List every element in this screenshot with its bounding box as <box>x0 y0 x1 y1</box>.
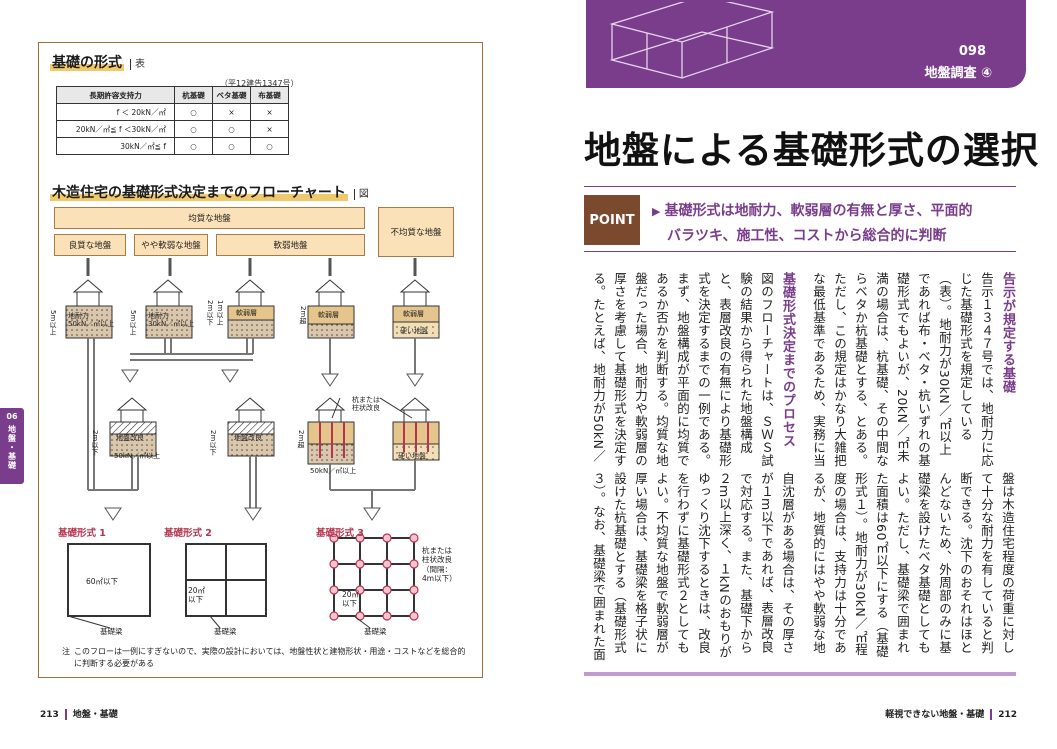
form1-label: 基礎形式 1 <box>58 528 106 539</box>
table-header: 長期許容支持力 <box>56 86 175 104</box>
form3-label: 基礎形式 3 <box>316 528 364 539</box>
page-title: 地盤による基礎形式の選択 <box>584 129 1039 172</box>
soft-ground-box: 軟弱地盤 <box>216 234 365 256</box>
flow-section-title: 木造住宅の基礎形式決定までのフローチャート図 <box>50 185 369 201</box>
body-column-3: 盤は木造住宅程度の荷重に対して十分な耐力を有していると判断できる。沈下のおそれは… <box>811 472 1015 658</box>
good-ground-box: 良質な地盤 <box>54 234 126 256</box>
uniform-ground-box: 均質な地盤 <box>54 207 365 229</box>
col5-hard: 硬い地盤 <box>400 327 428 335</box>
col2-depth: 5m以上 <box>129 310 137 336</box>
section-name: 地盤調査 ④ <box>924 66 992 81</box>
body-column-1: 告示が規定する基礎 告示１３４７号では、地耐力に応じた基礎形式を規定している（表… <box>811 272 1015 467</box>
col4-depth: 2m超 <box>299 306 307 325</box>
point-box: POINT ▶基礎形式は地耐力、軟弱層の有無と厚さ、平面的 バラツキ、施工性、コ… <box>584 186 1016 252</box>
table-row: 20kN／㎡≦ f ＜30kN／㎡ ○ ○ × <box>56 120 289 138</box>
col1-strength: 地耐力 50kN／㎡以上 <box>68 312 115 329</box>
triangle-icon: ▶ <box>652 205 661 218</box>
table-basis: （平12建告1347号） <box>220 79 299 88</box>
beam-label-2: 基礎梁 <box>214 627 237 636</box>
house-frame-illustration <box>609 2 775 79</box>
form3-pile-note: 杭または 柱状改良 （間隔： 4m以下） <box>422 546 457 584</box>
col4-layer: 軟弱層 <box>318 311 339 319</box>
col3-depth: 1m以上 2m以下 <box>206 300 224 326</box>
improve-label: 地盤改良 <box>116 434 144 442</box>
body-column-4: 自沈層がある場合は、その厚さが１m以下であれば、表層改良で対応する。また、基礎下… <box>591 472 795 661</box>
point-label: POINT <box>584 195 640 245</box>
body-column-2: 基礎形式決定までのプロセス 図のフローチャートは、ＳＷＳ試験の結果から得られた地… <box>591 272 795 467</box>
section-number: 098 <box>958 44 986 59</box>
beam-label-3: 基礎梁 <box>364 627 387 636</box>
flowchart-drawing <box>65 258 440 629</box>
strength-50b: 50kN／㎡以上 <box>310 467 357 475</box>
form2-area: 20㎡ 以下 <box>188 586 206 604</box>
table-section-title: 基礎の形式表 <box>50 55 145 71</box>
col1-depth: 5m以上 <box>49 310 57 336</box>
flow-note: 注このフローは一例にすぎないので、実際の設計においては、地盤性状と建物形状・用途… <box>62 647 466 669</box>
bottom-rule <box>584 672 1016 676</box>
table-header: ベタ基礎 <box>212 86 251 104</box>
strength-50: 50kN／㎡以上 <box>114 452 161 460</box>
header-band: 098 地盤調査 ④ <box>586 0 1026 88</box>
form2-label: 基礎形式 2 <box>164 528 212 539</box>
pile-label: 杭または 柱状改良 <box>352 396 380 413</box>
slightly-soft-ground-box: やや軟弱な地盤 <box>134 234 208 256</box>
col2-strength: 地耐力 30kN／㎡以上 <box>148 312 195 329</box>
col3-layer: 軟弱層 <box>236 309 257 317</box>
hard-ground-label: 硬い地盤 <box>398 452 426 460</box>
row2-left-depth: 2m以下 <box>91 430 99 456</box>
beam-label-1: 基礎梁 <box>100 627 123 636</box>
form1-area: 60㎡以下 <box>86 577 119 586</box>
point-text: ▶基礎形式は地耐力、軟弱層の有無と厚さ、平面的 バラツキ、施工性、コストから総合… <box>652 203 973 244</box>
foundation-table: 長期許容支持力 杭基礎 ベタ基礎 布基礎 f ＜ 20kN／㎡ ○ × × 20… <box>56 86 289 155</box>
form3-area: 20㎡ 以下 <box>342 590 360 608</box>
row2-mid-depth: 2m以下 <box>209 430 217 456</box>
improve-label: 地盤改良 <box>234 434 262 442</box>
table-row: f ＜ 20kN／㎡ ○ × × <box>56 103 289 121</box>
table-header: 杭基礎 <box>174 86 213 104</box>
table-header: 布基礎 <box>250 86 289 104</box>
table-row: 30kN／㎡≦ f ○ ○ ○ <box>56 137 289 155</box>
row2-right-depth: 2m超 <box>297 430 305 449</box>
chapter-tab: 06 地盤・基礎 <box>0 408 24 484</box>
nonuniform-ground-box: 不均質な地盤 <box>378 207 454 257</box>
col5-layer: 軟弱層 <box>403 310 424 318</box>
